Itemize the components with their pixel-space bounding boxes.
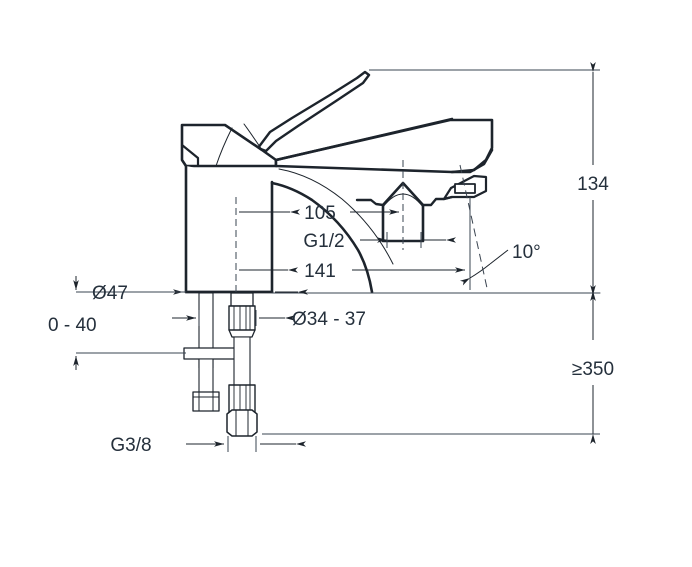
supply-hose-tube <box>233 336 251 386</box>
valve-left-shoulder <box>355 198 385 207</box>
handle-cap-skirt <box>180 143 200 168</box>
hose-ferrule-upper-ribs <box>233 305 251 331</box>
supply-hex-nut <box>226 409 258 437</box>
spout-curve-inner <box>270 181 374 294</box>
label-supply-thread: G3/8 <box>110 435 151 456</box>
dimension-labels-group: 105 G1/2 141 10° Ø47 Ø34 - 37 0 - 40 G3/… <box>48 174 614 456</box>
label-spout-height: 134 <box>577 174 609 195</box>
spout-curve-outer <box>278 168 394 265</box>
hose-ferrule-lower-ribs <box>233 384 251 414</box>
label-deck-thickness: 0 - 40 <box>48 315 97 336</box>
spout-arm-top-edge <box>274 117 454 162</box>
hose-connector-upper <box>230 292 254 307</box>
label-aerator-angle: 10° <box>512 242 541 263</box>
label-overall-depth: 141 <box>304 261 336 282</box>
stud-nut-chamfer <box>192 391 220 412</box>
supply-hex-nut-facets <box>235 409 249 437</box>
handle-cap-inner-curve <box>215 127 233 167</box>
dimension-lines-group <box>73 62 600 452</box>
spout-nose-outline <box>450 148 494 174</box>
label-spout-reach: 105 <box>304 203 336 224</box>
mounting-stud-lower <box>198 358 214 393</box>
aerator-screen <box>454 183 476 194</box>
aerator-axis-dashed <box>459 164 488 289</box>
handle-cap-inner-curve-2 <box>243 123 263 151</box>
faucet-body-group <box>180 70 601 437</box>
body-column-outline <box>184 164 274 294</box>
lever-handle-outline <box>256 70 371 153</box>
label-installation-clearance: ≥350 <box>572 359 614 380</box>
hose-ferrule-lower <box>228 384 256 414</box>
hose-ferrule-upper <box>228 305 256 331</box>
stud-nut <box>192 391 220 412</box>
angle-leader-10deg <box>489 249 509 265</box>
label-body-diameter: Ø47 <box>92 283 128 304</box>
angle-arc-10deg <box>459 263 491 286</box>
label-inlet-thread: G1/2 <box>303 231 344 252</box>
aerator-bottom-edge <box>442 195 454 201</box>
valve-right-shoulder <box>421 197 446 207</box>
label-mounting-hole-diameter: Ø34 - 37 <box>292 309 366 330</box>
